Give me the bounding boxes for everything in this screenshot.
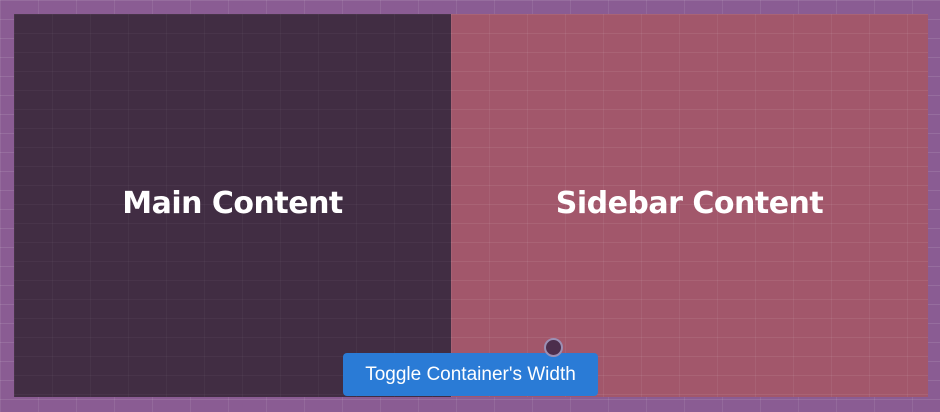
layout-container: Main Content Sidebar Content <box>14 14 928 397</box>
main-content-panel: Main Content <box>14 14 451 397</box>
sidebar-content-title: Sidebar Content <box>555 186 824 221</box>
sidebar-content-panel: Sidebar Content <box>451 14 928 397</box>
main-content-title: Main Content <box>122 186 343 221</box>
toggle-container-width-button[interactable]: Toggle Container's Width <box>343 353 598 396</box>
